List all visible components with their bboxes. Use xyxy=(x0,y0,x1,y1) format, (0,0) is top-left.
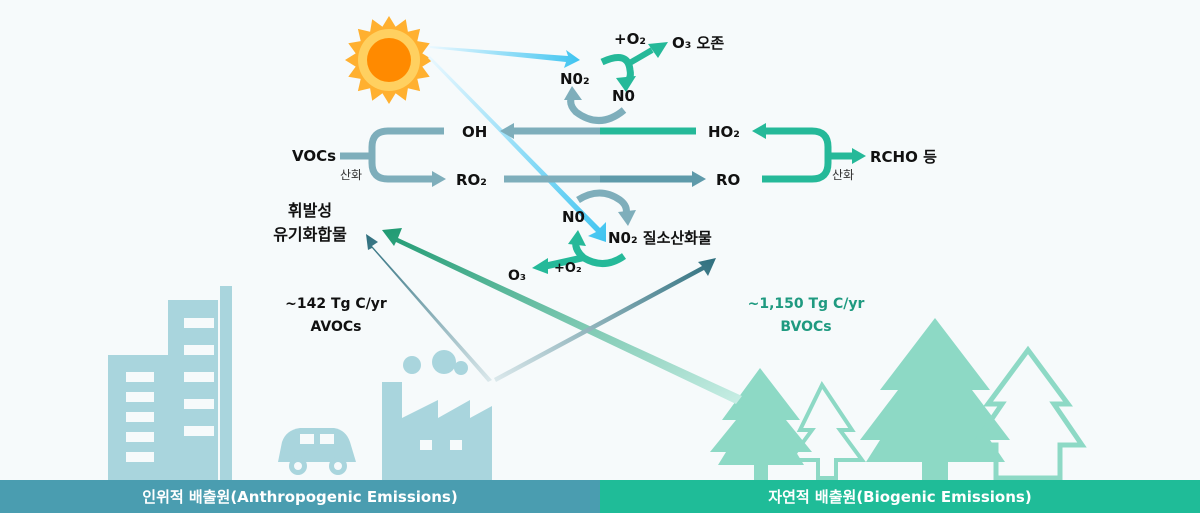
cycle-top-lower-arc xyxy=(567,94,627,124)
emission-arrows xyxy=(366,228,742,404)
tree-outline-right-icon xyxy=(969,345,1087,481)
species-labels: +O₂ O₃ 오존 N0₂ N0 OH HO₂ VOCs 산화 RO₂ RO R… xyxy=(292,30,937,284)
sun-icon xyxy=(345,16,433,104)
no-bottom-label: N0 xyxy=(562,208,585,226)
avoc-amount: ~142 Tg C/yr xyxy=(285,296,387,312)
no2-nox-label: N0₂ 질소산화물 xyxy=(608,229,712,247)
anthropogenic-banner: 인위적 배출원(Anthropogenic Emissions) xyxy=(0,480,600,513)
rcho-label: RCHO 등 xyxy=(870,148,937,166)
cycle-bottom-lower-head xyxy=(568,230,586,246)
top-nox-cycle xyxy=(564,42,668,124)
ozone-bottom-out-head xyxy=(532,258,548,274)
tree-outline-icon xyxy=(786,380,866,480)
voc-title: 휘발성 유기화합물 xyxy=(273,201,347,244)
bottom-nox-cycle xyxy=(532,189,636,274)
oxidation-left-label: 산화 xyxy=(340,168,362,182)
bvoc-amount: ~1,150 Tg C/yr xyxy=(748,296,865,312)
bvoc-name: BVOCs xyxy=(780,319,831,335)
ozone-out-head xyxy=(648,42,668,58)
avoc-name: AVOCs xyxy=(311,319,362,335)
vocs-label: VOCs xyxy=(292,147,336,165)
bvoc-arrow xyxy=(382,228,742,404)
o3-bottom-label: O₃ xyxy=(508,268,526,284)
ho2-in-head xyxy=(752,123,766,139)
ho2-label: HO₂ xyxy=(708,123,740,141)
cycle-top-lower-head xyxy=(564,86,582,100)
oxidation-right-bracket xyxy=(762,127,832,183)
no2-top-label: N0₂ xyxy=(560,70,590,88)
rcho-out-head xyxy=(852,148,866,164)
bvoc-emission-label: ~1,150 Tg C/yr BVOCs xyxy=(748,296,865,335)
factory-icon xyxy=(382,350,492,480)
avoc-arrow xyxy=(366,234,492,382)
voc-title-line2: 유기화합물 xyxy=(273,225,347,244)
oh-label: OH xyxy=(462,123,487,141)
radical-cycle xyxy=(340,123,866,187)
cycle-bottom-lower-arc xyxy=(572,239,627,267)
cycle-bottom-upper-arc xyxy=(576,189,630,215)
voc-title-line1: 휘발성 xyxy=(288,201,332,220)
no-top-label: N0 xyxy=(612,87,635,105)
ozone-label: O₃ 오존 xyxy=(672,34,724,52)
forest-illustration xyxy=(710,318,1087,481)
city-illustration xyxy=(108,286,492,480)
ro2-to-ro-head xyxy=(692,171,706,187)
ro-label: RO xyxy=(716,171,740,189)
ho2-to-oh-head xyxy=(500,123,514,139)
sunbeam-bottom xyxy=(428,56,606,242)
sunlight-beams xyxy=(428,46,606,242)
tree-large-icon xyxy=(860,318,1010,480)
ozone-bottom-out-line xyxy=(545,254,583,270)
ro2-in-head xyxy=(432,171,446,187)
tree-small-left-icon xyxy=(710,368,812,480)
ozone-out-arrow xyxy=(626,47,654,67)
nox-arrow xyxy=(494,258,716,382)
sunbeam-top xyxy=(430,46,580,68)
oxidation-right-label: 산화 xyxy=(832,168,854,182)
building-tall-icon xyxy=(168,286,232,480)
ro2-label: RO₂ xyxy=(456,171,487,189)
o2-bottom-label: +O₂ xyxy=(554,261,582,276)
sun-core xyxy=(367,38,411,82)
biogenic-banner: 자연적 배출원(Biogenic Emissions) xyxy=(600,480,1200,513)
car-icon xyxy=(278,428,356,475)
cycle-top-upper-head xyxy=(616,76,636,92)
cycle-bottom-upper-head xyxy=(618,210,636,226)
building-left-icon xyxy=(108,355,168,480)
o2-top-label: +O₂ xyxy=(614,30,646,48)
avoc-emission-label: ~142 Tg C/yr AVOCs xyxy=(285,296,387,335)
